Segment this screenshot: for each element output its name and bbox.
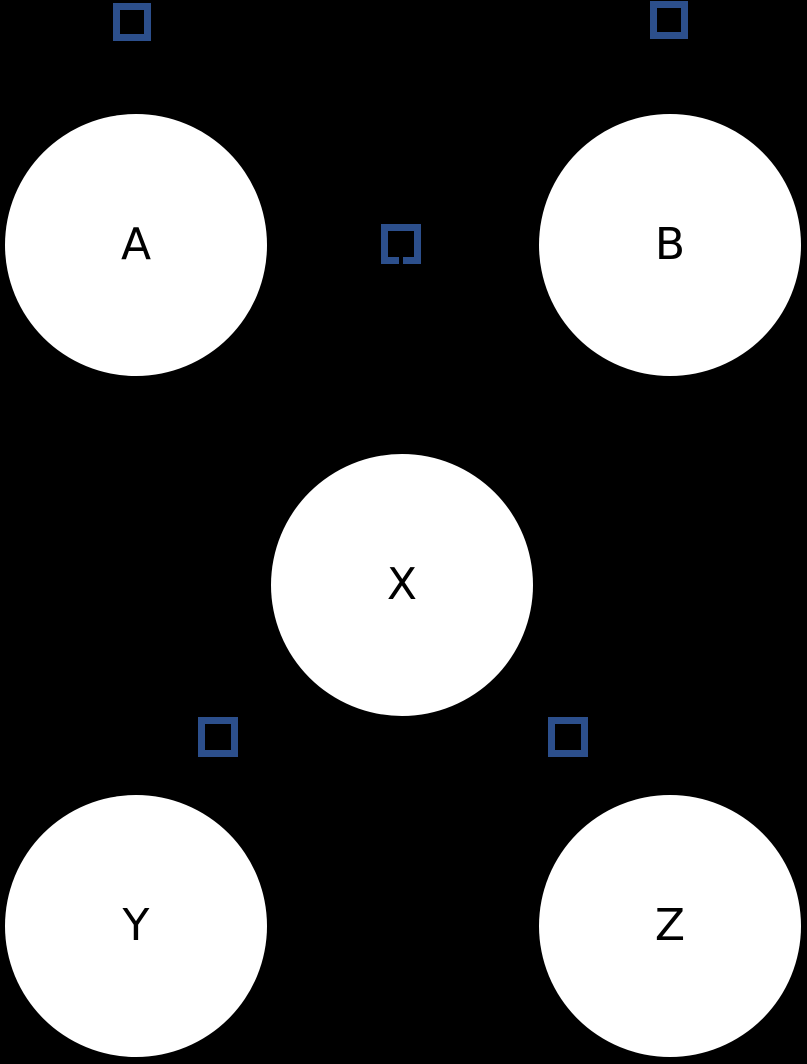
graph-node-y[interactable]: Y [5, 795, 267, 1057]
square-outline-icon[interactable] [548, 717, 588, 757]
graph-node-label: A [120, 219, 152, 270]
square-outline-icon[interactable] [113, 3, 151, 41]
graph-node-label: X [386, 559, 418, 610]
square-outline-icon[interactable] [381, 224, 421, 264]
graph-node-label: B [654, 219, 686, 270]
graph-node-x[interactable]: X [271, 454, 533, 716]
graph-node-b[interactable]: B [539, 114, 801, 376]
graph-node-label: Z [654, 900, 686, 951]
square-outline-icon[interactable] [198, 717, 238, 757]
square-outline-icon[interactable] [650, 1, 688, 39]
graph-node-label: Y [122, 900, 150, 951]
marker-notch [399, 257, 403, 264]
graph-node-z[interactable]: Z [539, 795, 801, 1057]
graph-node-a[interactable]: A [5, 114, 267, 376]
